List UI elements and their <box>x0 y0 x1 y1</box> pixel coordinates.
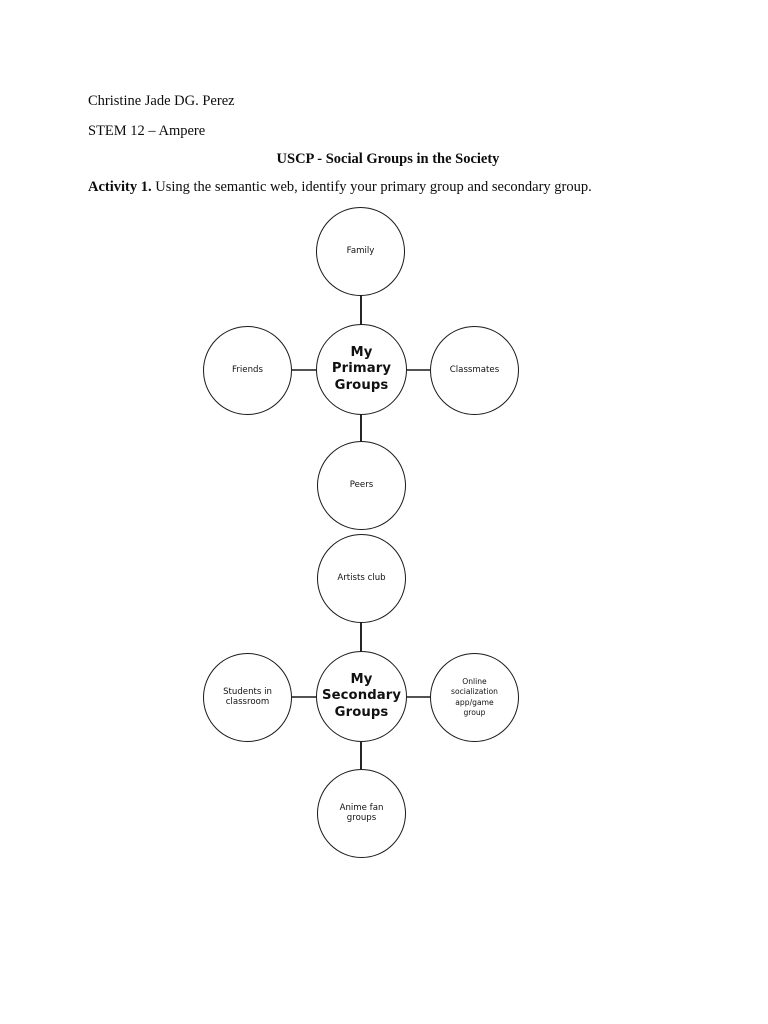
anime-line-2: groups <box>346 812 377 823</box>
node-friends-label: Friends <box>232 364 263 375</box>
hub2-line-2: Secondary <box>321 688 402 704</box>
node-family[interactable]: Family <box>316 207 405 296</box>
activity-label: Activity 1. <box>88 179 152 195</box>
node-peers-label: Peers <box>349 479 374 490</box>
node-my-primary-groups[interactable]: My Primary Groups <box>316 324 407 415</box>
node-friends[interactable]: Friends <box>203 326 292 415</box>
online-line-3: app/game <box>455 697 494 707</box>
online-line-4: group <box>463 707 486 717</box>
node-anime-fan-groups-label: Anime fan groups <box>335 802 389 824</box>
node-online-socialization-group-label: Online socialization app/game group <box>446 677 503 717</box>
activity-text: Using the semantic web, identify your pr… <box>151 179 592 195</box>
node-online-socialization-group[interactable]: Online socialization app/game group <box>430 653 519 742</box>
node-my-primary-groups-label: My Primary Groups <box>327 345 396 393</box>
page-title: USCP - Social Groups in the Society <box>276 151 500 167</box>
hub-line-1: My <box>350 345 373 361</box>
node-artists-club-label: Artists club <box>337 572 386 583</box>
node-my-secondary-groups[interactable]: My Secondary Groups <box>316 651 407 742</box>
student-name: Christine Jade DG. Perez <box>88 93 235 109</box>
node-family-label: Family <box>346 245 375 256</box>
student-section: STEM 12 – Ampere <box>88 123 206 139</box>
hub-line-2: Primary <box>331 361 392 377</box>
online-line-2: socialization <box>451 687 498 697</box>
node-classmates[interactable]: Classmates <box>430 326 519 415</box>
students-line-1: Students in <box>223 686 272 697</box>
students-line-2: classroom <box>225 696 270 707</box>
node-my-secondary-groups-label: My Secondary Groups <box>317 672 406 720</box>
online-line-1: Online <box>462 677 487 687</box>
node-artists-club[interactable]: Artists club <box>317 534 406 623</box>
hub2-line-1: My <box>350 672 373 688</box>
hub-line-3: Groups <box>334 377 389 393</box>
node-anime-fan-groups[interactable]: Anime fan groups <box>317 769 406 858</box>
node-students-in-classroom[interactable]: Students in classroom <box>203 653 292 742</box>
hub2-line-3: Groups <box>334 704 389 720</box>
node-classmates-label: Classmates <box>449 364 500 375</box>
node-peers[interactable]: Peers <box>317 441 406 530</box>
anime-line-1: Anime fan <box>339 802 384 813</box>
activity-instruction: Activity 1. Using the semantic web, iden… <box>88 179 708 196</box>
node-students-in-classroom-label: Students in classroom <box>218 686 277 708</box>
